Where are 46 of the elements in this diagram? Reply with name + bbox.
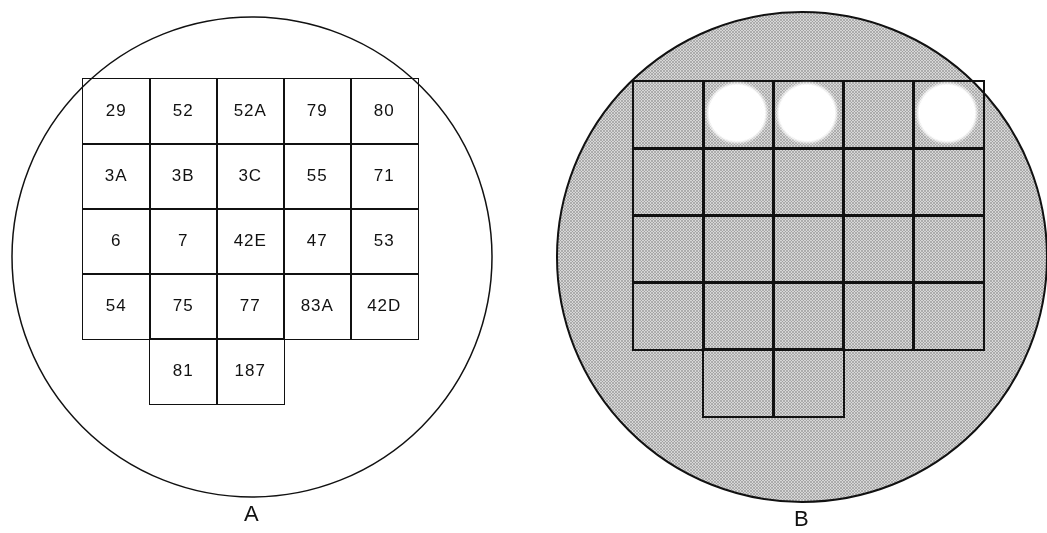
grid-square <box>632 80 705 150</box>
grid-square: 55 <box>283 143 352 210</box>
grid-square <box>772 80 845 150</box>
grid-square <box>772 281 845 351</box>
grid-square: 54 <box>82 273 151 340</box>
grid-square: 52A <box>216 78 285 145</box>
grid-square <box>842 80 915 150</box>
grid-square <box>912 214 985 284</box>
grid-square <box>632 281 705 351</box>
grid-square <box>772 214 845 284</box>
grid-square: 79 <box>283 78 352 145</box>
grid-square <box>632 147 705 217</box>
grid-square <box>702 80 775 150</box>
grid-square: 80 <box>350 78 419 145</box>
grid-square: 77 <box>216 273 285 340</box>
grid-square <box>772 147 845 217</box>
grid-square: 187 <box>216 338 285 405</box>
grid-square <box>912 147 985 217</box>
grid-square <box>912 281 985 351</box>
grid-square <box>632 214 705 284</box>
grid-square: 81 <box>149 338 218 405</box>
grid-square: 71 <box>350 143 419 210</box>
grid-square <box>702 348 775 418</box>
grid-square: 75 <box>149 273 218 340</box>
grid-square <box>702 281 775 351</box>
grid-square: 3B <box>149 143 218 210</box>
grid-square: 42E <box>216 208 285 275</box>
grid-square: 3C <box>216 143 285 210</box>
grid-square: 47 <box>283 208 352 275</box>
grid-square <box>912 80 985 150</box>
grid-square: 42D <box>350 273 419 340</box>
grid-square <box>702 214 775 284</box>
grid-square <box>772 348 845 418</box>
grid-square <box>842 147 915 217</box>
grid-square <box>842 281 915 351</box>
grid-square <box>842 214 915 284</box>
plate-letter: B <box>794 506 809 532</box>
grid-square: 52 <box>149 78 218 145</box>
grid-square <box>702 147 775 217</box>
grid-square: 29 <box>82 78 151 145</box>
grid-square: 83A <box>283 273 352 340</box>
grid-square: 6 <box>82 208 151 275</box>
plate-letter: A <box>244 501 259 527</box>
grid-square: 53 <box>350 208 419 275</box>
grid-square: 7 <box>149 208 218 275</box>
grid-square: 3A <box>82 143 151 210</box>
